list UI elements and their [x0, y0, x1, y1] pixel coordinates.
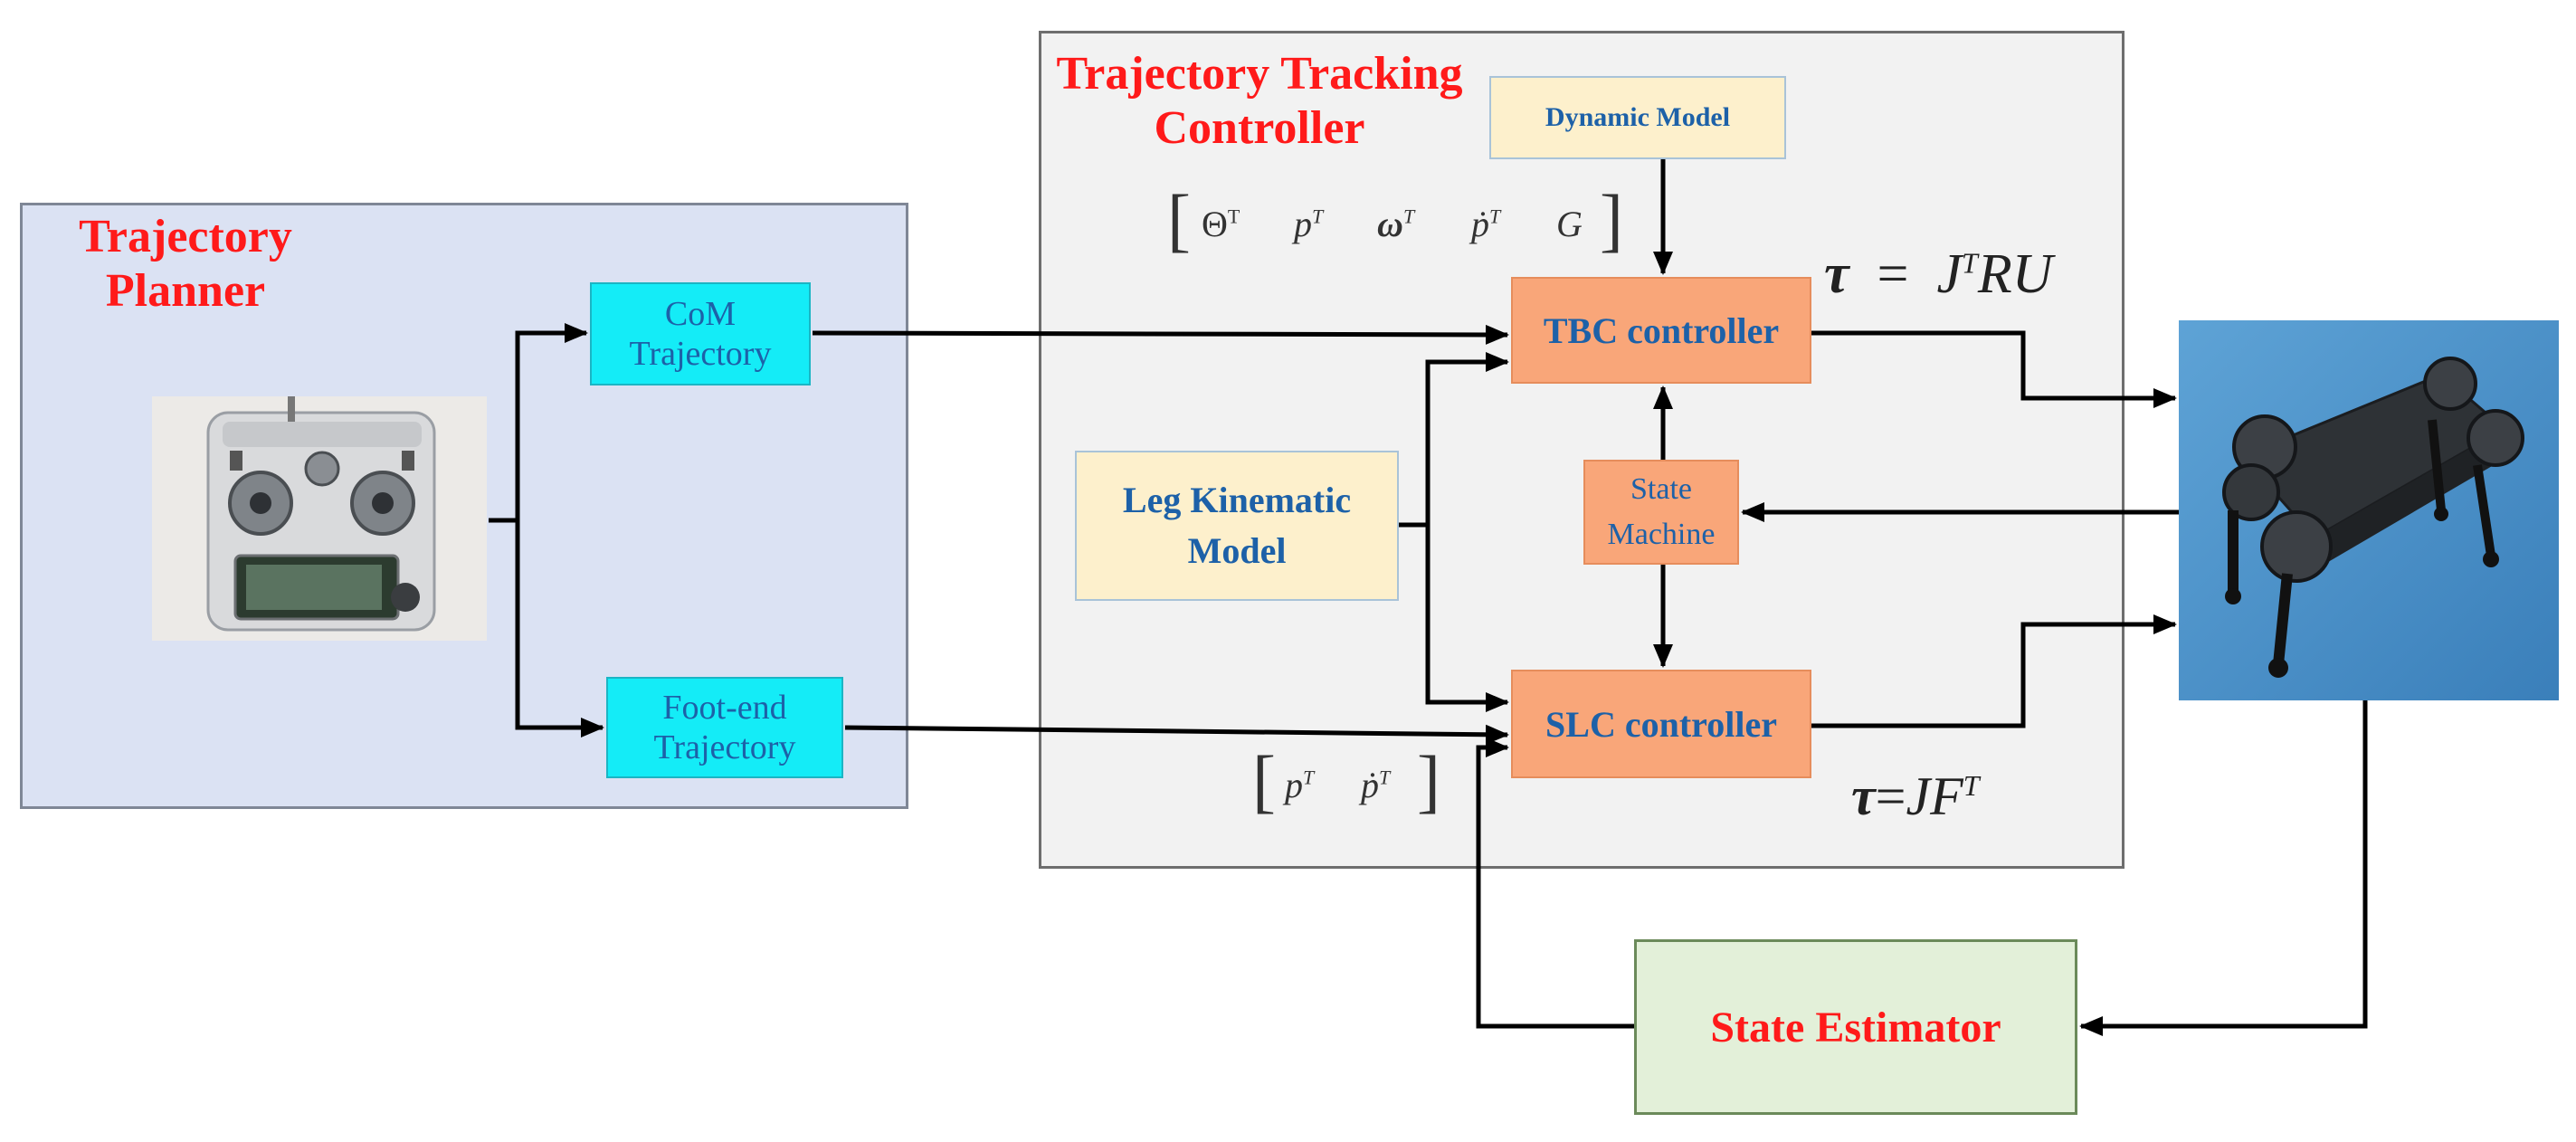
arrow-leg-to-slc	[1425, 525, 1509, 712]
leg-kinematic-model-block: Leg Kinematic Model	[1075, 451, 1399, 601]
arrow-robot-to-estimator	[2079, 700, 2368, 1036]
com-trajectory-label-line2: Trajectory	[629, 335, 772, 373]
left-bracket: [	[1252, 741, 1276, 820]
foot-end-trajectory-block: Foot-end Trajectory	[606, 677, 843, 778]
slc-controller-label: SLC controller	[1545, 703, 1777, 745]
state-machine-label-line1: State	[1630, 472, 1692, 506]
planner-title-line2: Planner	[105, 265, 266, 317]
foot-end-trajectory-label-line1: Foot-end	[662, 689, 787, 727]
planner-title: Trajectory Planner	[63, 210, 308, 319]
controller-title-line1: Trajectory Tracking	[1056, 48, 1463, 100]
arrow-estimator-to-slc	[1476, 738, 1634, 1029]
state-estimator-label: State Estimator	[1710, 1003, 2001, 1052]
radio-transmitter-photo	[152, 396, 487, 641]
leg-kinematic-label-line2: Model	[1187, 530, 1287, 571]
tbc-controller-block: TBC controller	[1511, 277, 1811, 384]
right-bracket: ]	[1600, 180, 1623, 259]
left-bracket: [	[1167, 180, 1191, 259]
theta-symbol: ΘT	[1202, 204, 1240, 244]
quadruped-robot-photo	[2179, 320, 2559, 700]
slc-controller-block: SLC controller	[1511, 670, 1811, 778]
foot-end-trajectory-label-line2: Trajectory	[653, 728, 796, 766]
arrow-com-to-tbc	[812, 324, 1509, 345]
slc-torque-equation: τ=JFT	[1851, 766, 1980, 826]
planner-title-line1: Trajectory	[79, 211, 292, 262]
p-symbol: pT	[1285, 765, 1315, 805]
dynamic-model-label: Dynamic Model	[1545, 102, 1731, 132]
com-trajectory-label-line1: CoM	[664, 295, 737, 333]
p-symbol: pT	[1294, 204, 1324, 244]
arrow-remote-to-com	[515, 323, 588, 520]
controller-title: Trajectory Tracking Controller	[1042, 47, 1477, 156]
remote-controller-image	[152, 396, 487, 641]
p-dot-symbol: ṗT	[1361, 765, 1391, 805]
g-symbol: G	[1556, 204, 1583, 244]
state-machine-label-line2: Machine	[1607, 518, 1716, 551]
state-machine-block: State Machine	[1583, 460, 1739, 565]
tbc-controller-label: TBC controller	[1543, 309, 1780, 351]
quadruped-robot-image	[2179, 320, 2559, 700]
arrow-slc-to-robot	[1811, 614, 2177, 728]
arrow-remote-to-foot	[515, 520, 604, 738]
state-estimator-block: State Estimator	[1634, 939, 2077, 1115]
com-trajectory-block: CoM Trajectory	[590, 282, 811, 385]
right-bracket: ]	[1417, 741, 1440, 820]
controller-title-line2: Controller	[1154, 102, 1365, 154]
arrow-foot-to-slc	[844, 724, 1509, 745]
omega-symbol: ωT	[1377, 204, 1415, 244]
tbc-torque-equation: τ = JTRU	[1824, 243, 2053, 305]
dynamic-model-block: Dynamic Model	[1489, 76, 1786, 159]
leg-kinematic-label-line1: Leg Kinematic	[1122, 480, 1352, 520]
p-dot-symbol: ṗT	[1471, 204, 1501, 244]
arrow-tbc-to-robot	[1811, 330, 2177, 408]
arrow-leg-to-tbc	[1425, 352, 1509, 525]
